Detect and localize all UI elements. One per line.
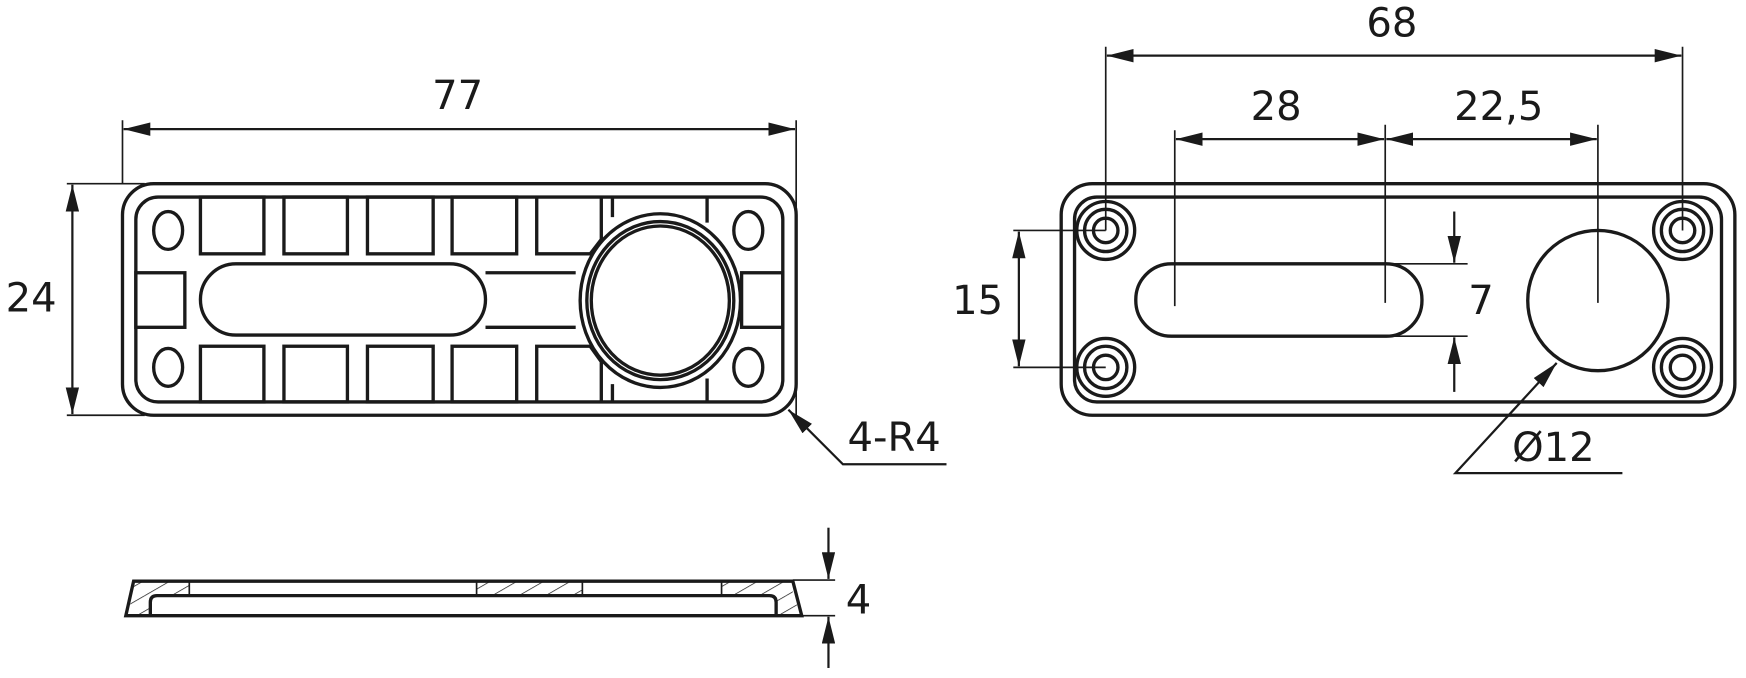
top-view-plate <box>120 182 798 417</box>
plate-outline <box>1059 182 1737 417</box>
dim-77: 77 <box>121 73 798 416</box>
dim-15: 15 <box>952 229 1106 369</box>
mount-hole <box>732 209 765 252</box>
dim-label: 7 <box>1468 278 1494 324</box>
dim-label: 4 <box>846 577 872 623</box>
channel <box>485 271 576 329</box>
mount-hole <box>151 209 185 252</box>
dim-68: 68 <box>1104 1 1684 231</box>
boss-ring-outer <box>578 212 743 390</box>
bottom-view-plate <box>1059 182 1737 417</box>
mount-hole <box>151 346 185 388</box>
side-view <box>123 579 804 618</box>
plate-inner-outline <box>1072 195 1724 404</box>
side-pocket <box>134 271 187 329</box>
dim-28-and-22-5: 28 22,5 <box>1173 84 1599 307</box>
countersunk-hole <box>1651 336 1714 399</box>
dim-label: 24 <box>6 276 57 322</box>
dim-4: 4 <box>792 527 872 668</box>
dim-label: 77 <box>432 73 483 119</box>
side-pocket <box>739 271 785 329</box>
note-diameter-12: Ø12 <box>1452 362 1623 475</box>
dim-label: 28 <box>1251 84 1302 130</box>
boss-hole <box>589 224 732 377</box>
mount-hole <box>732 346 765 388</box>
dim-label: 15 <box>952 278 1003 324</box>
slot <box>1134 262 1424 338</box>
rib-pockets-top <box>198 195 709 256</box>
dim-24: 24 <box>6 182 145 417</box>
dim-label: 68 <box>1366 1 1417 47</box>
rib-pockets-bottom <box>198 344 709 404</box>
note-label: Ø12 <box>1512 425 1595 471</box>
dim-7: 7 <box>1391 211 1494 392</box>
boss-ring <box>585 219 736 382</box>
note-4-r4: 4-R4 <box>787 408 947 466</box>
slot <box>198 262 488 337</box>
dim-label: 22,5 <box>1454 84 1543 130</box>
note-label: 4-R4 <box>847 415 940 461</box>
